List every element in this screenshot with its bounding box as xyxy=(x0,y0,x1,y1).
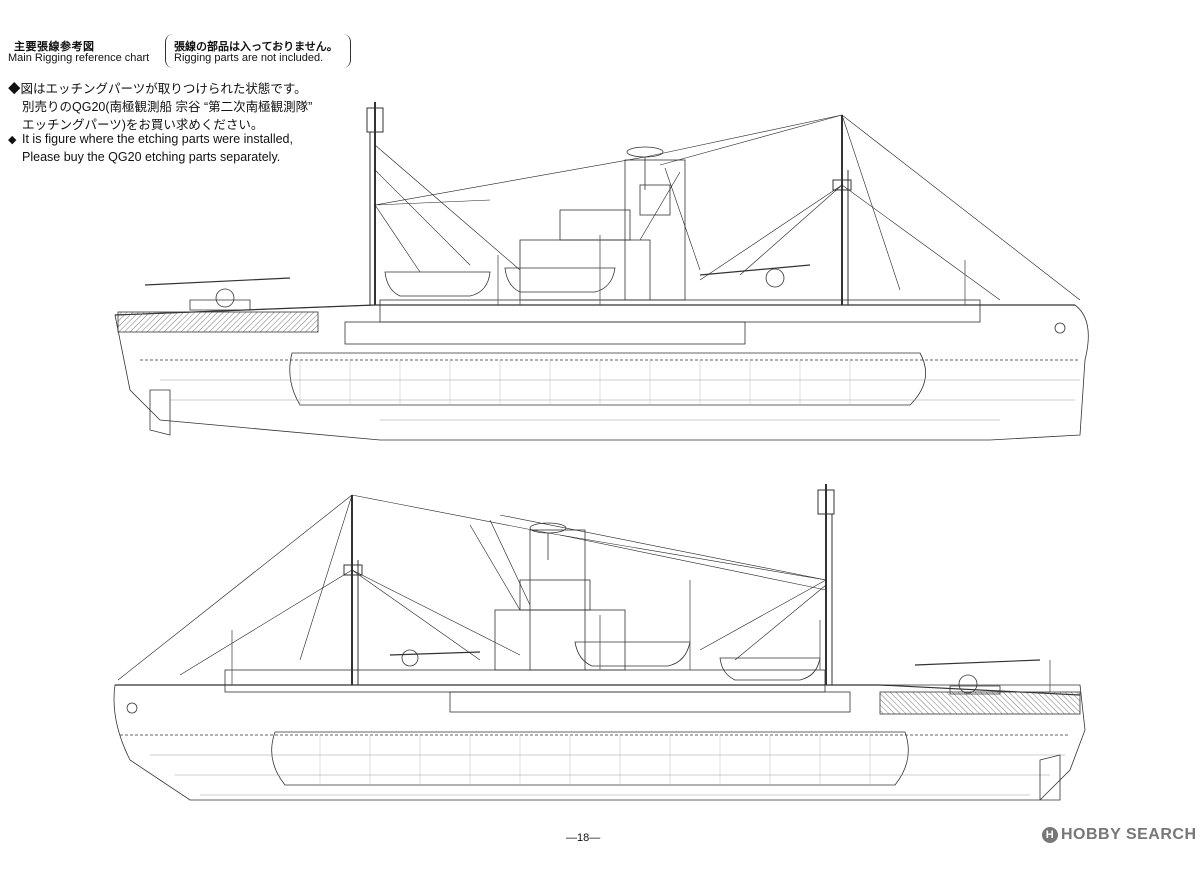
logo-mark-icon: H xyxy=(1042,827,1058,843)
helicopter-aft xyxy=(914,659,1041,695)
lifeboat-mid xyxy=(574,641,691,667)
bridge-top xyxy=(519,579,591,611)
instruction-line-1: ◆図はエッチングパーツが取りつけられた状態です。 xyxy=(8,82,307,96)
stern-bulwark-netting xyxy=(117,311,319,333)
radar-dish xyxy=(626,146,664,158)
hull-blister xyxy=(271,731,909,786)
lifeboat-aft xyxy=(384,271,491,297)
lower-deckhouse xyxy=(344,321,746,345)
header-note-en: Rigging parts are not included. xyxy=(174,52,324,64)
bridge-top xyxy=(559,209,631,241)
note-bracket-left xyxy=(165,34,174,68)
helicopter-fwd xyxy=(699,264,811,288)
instruction-line-4: It is figure where the etching parts wer… xyxy=(8,132,293,146)
fore-mast xyxy=(343,495,363,685)
logo-text: HOBBY SEARCH xyxy=(1061,826,1197,843)
instruction-line-3: エッチングパーツ)をお買い求めください。 xyxy=(22,118,264,132)
aft-mast xyxy=(817,484,835,685)
rudder-propeller xyxy=(149,389,171,436)
rudder-propeller xyxy=(1039,754,1061,801)
aft-mast xyxy=(366,102,384,305)
note-bracket-right xyxy=(342,34,351,68)
header-title-ja: 主要張線参考図 xyxy=(14,40,95,53)
stern-bulwark-netting xyxy=(879,691,1081,715)
lifeboat-mid xyxy=(504,267,616,293)
fore-mast xyxy=(832,115,852,305)
ship-port-profile xyxy=(113,484,1086,801)
lifeboat-fwd xyxy=(719,657,821,681)
hull-outline xyxy=(114,304,1089,441)
helicopter-aft xyxy=(144,277,291,311)
rigging-lines xyxy=(117,494,827,681)
header-title-en: Main Rigging reference chart xyxy=(8,52,150,64)
lower-deckhouse xyxy=(449,691,851,713)
rigging-lines xyxy=(374,114,1081,301)
page-number: —18— xyxy=(566,832,601,844)
ship-starboard-profile xyxy=(114,102,1089,441)
anchor-hawse xyxy=(126,702,138,714)
wheelhouse xyxy=(529,529,586,671)
manual-page: 主要張線参考図 Main Rigging reference chart 張線の… xyxy=(0,0,1200,854)
wheelhouse xyxy=(624,159,686,301)
anchor-hawse xyxy=(1054,322,1066,334)
instruction-line-5: Please buy the QG20 etching parts separa… xyxy=(22,150,281,164)
main-deckhouse xyxy=(224,669,826,693)
header-note-ja: 張線の部品は入っておりません。 xyxy=(174,40,338,53)
bridge-block xyxy=(519,239,651,301)
bridge-block xyxy=(494,609,626,671)
funnel xyxy=(639,184,671,216)
instruction-line-2: 別売りのQG20(南極観測船 宗谷 “第二次南極観測隊” xyxy=(22,100,313,114)
helicopter-fwd xyxy=(389,649,481,667)
main-deckhouse xyxy=(379,299,981,323)
hull-blister xyxy=(289,352,927,406)
hull-outline xyxy=(113,684,1086,801)
